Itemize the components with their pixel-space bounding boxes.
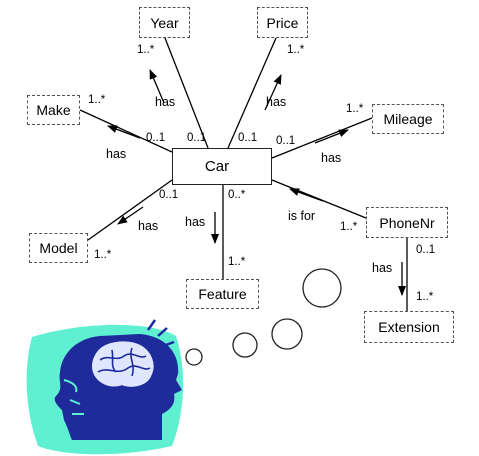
mult-model-car: 0..1 <box>159 189 179 201</box>
entity-model-label: Model <box>39 240 78 256</box>
mult-price-car: 0..1 <box>238 132 258 144</box>
line-car-price <box>227 37 277 149</box>
thinking-head-icon <box>26 319 184 455</box>
connector-lines <box>79 37 408 311</box>
entity-year-label: Year <box>150 14 179 31</box>
entity-year: Year <box>139 7 190 38</box>
mult-phone-car: 1..* <box>340 221 358 233</box>
mult-feature-car: 0..* <box>228 189 246 201</box>
entity-car-label: Car <box>204 158 230 175</box>
relation-label-extension: has <box>372 261 393 275</box>
line-car-year <box>164 37 209 149</box>
mult-year-car: 0..1 <box>187 132 207 144</box>
entity-feature: Feature <box>186 279 259 309</box>
entity-extension: Extension <box>364 311 454 343</box>
thought-bubbles-icon <box>185 268 342 366</box>
relation-label-year: has <box>155 95 176 109</box>
arrow-has-mileage <box>314 129 349 144</box>
entity-model: Model <box>29 233 88 263</box>
relation-label-phone: is for <box>288 209 316 223</box>
line-car-model <box>87 179 173 241</box>
mult-extension-phone: 0..1 <box>416 244 436 256</box>
entity-phonenr: PhoneNr <box>366 207 448 238</box>
relation-label-price: has <box>266 95 287 109</box>
entity-extension-label: Extension <box>378 319 440 335</box>
arrow-has-year <box>149 69 165 104</box>
entity-mileage: Mileage <box>372 104 444 134</box>
relation-label-make: has <box>106 147 127 161</box>
entity-feature-label: Feature <box>198 286 247 302</box>
arrow-has-make <box>107 125 141 139</box>
mult-year-far: 1..* <box>137 44 155 56</box>
mult-price-far: 1..* <box>287 44 305 56</box>
mult-make-far: 1..* <box>88 94 106 106</box>
entity-mileage-label: Mileage <box>383 111 433 127</box>
mult-model-far: 1..* <box>94 249 112 261</box>
mult-extension-far: 1..* <box>416 291 434 303</box>
mult-mileage-car: 0..1 <box>276 135 296 147</box>
relation-label-mileage: has <box>321 151 342 165</box>
arrow-is-for <box>289 188 324 202</box>
mult-make-car: 0..1 <box>146 132 166 144</box>
entity-car: Car <box>172 148 272 185</box>
line-car-mileage <box>271 117 373 159</box>
mult-feature-far: 1..* <box>228 256 246 268</box>
arrow-has-model <box>117 206 144 225</box>
line-car-make <box>79 109 173 153</box>
entity-make-label: Make <box>36 102 71 118</box>
arrow-has-price <box>264 74 282 111</box>
entity-make: Make <box>27 95 80 125</box>
entity-price: Price <box>257 7 308 38</box>
entity-price-label: Price <box>266 14 299 31</box>
mult-mileage-far: 1..* <box>346 103 364 115</box>
relation-label-model: has <box>138 219 159 233</box>
relation-label-feature: has <box>185 215 206 229</box>
entity-phonenr-label: PhoneNr <box>379 214 435 231</box>
